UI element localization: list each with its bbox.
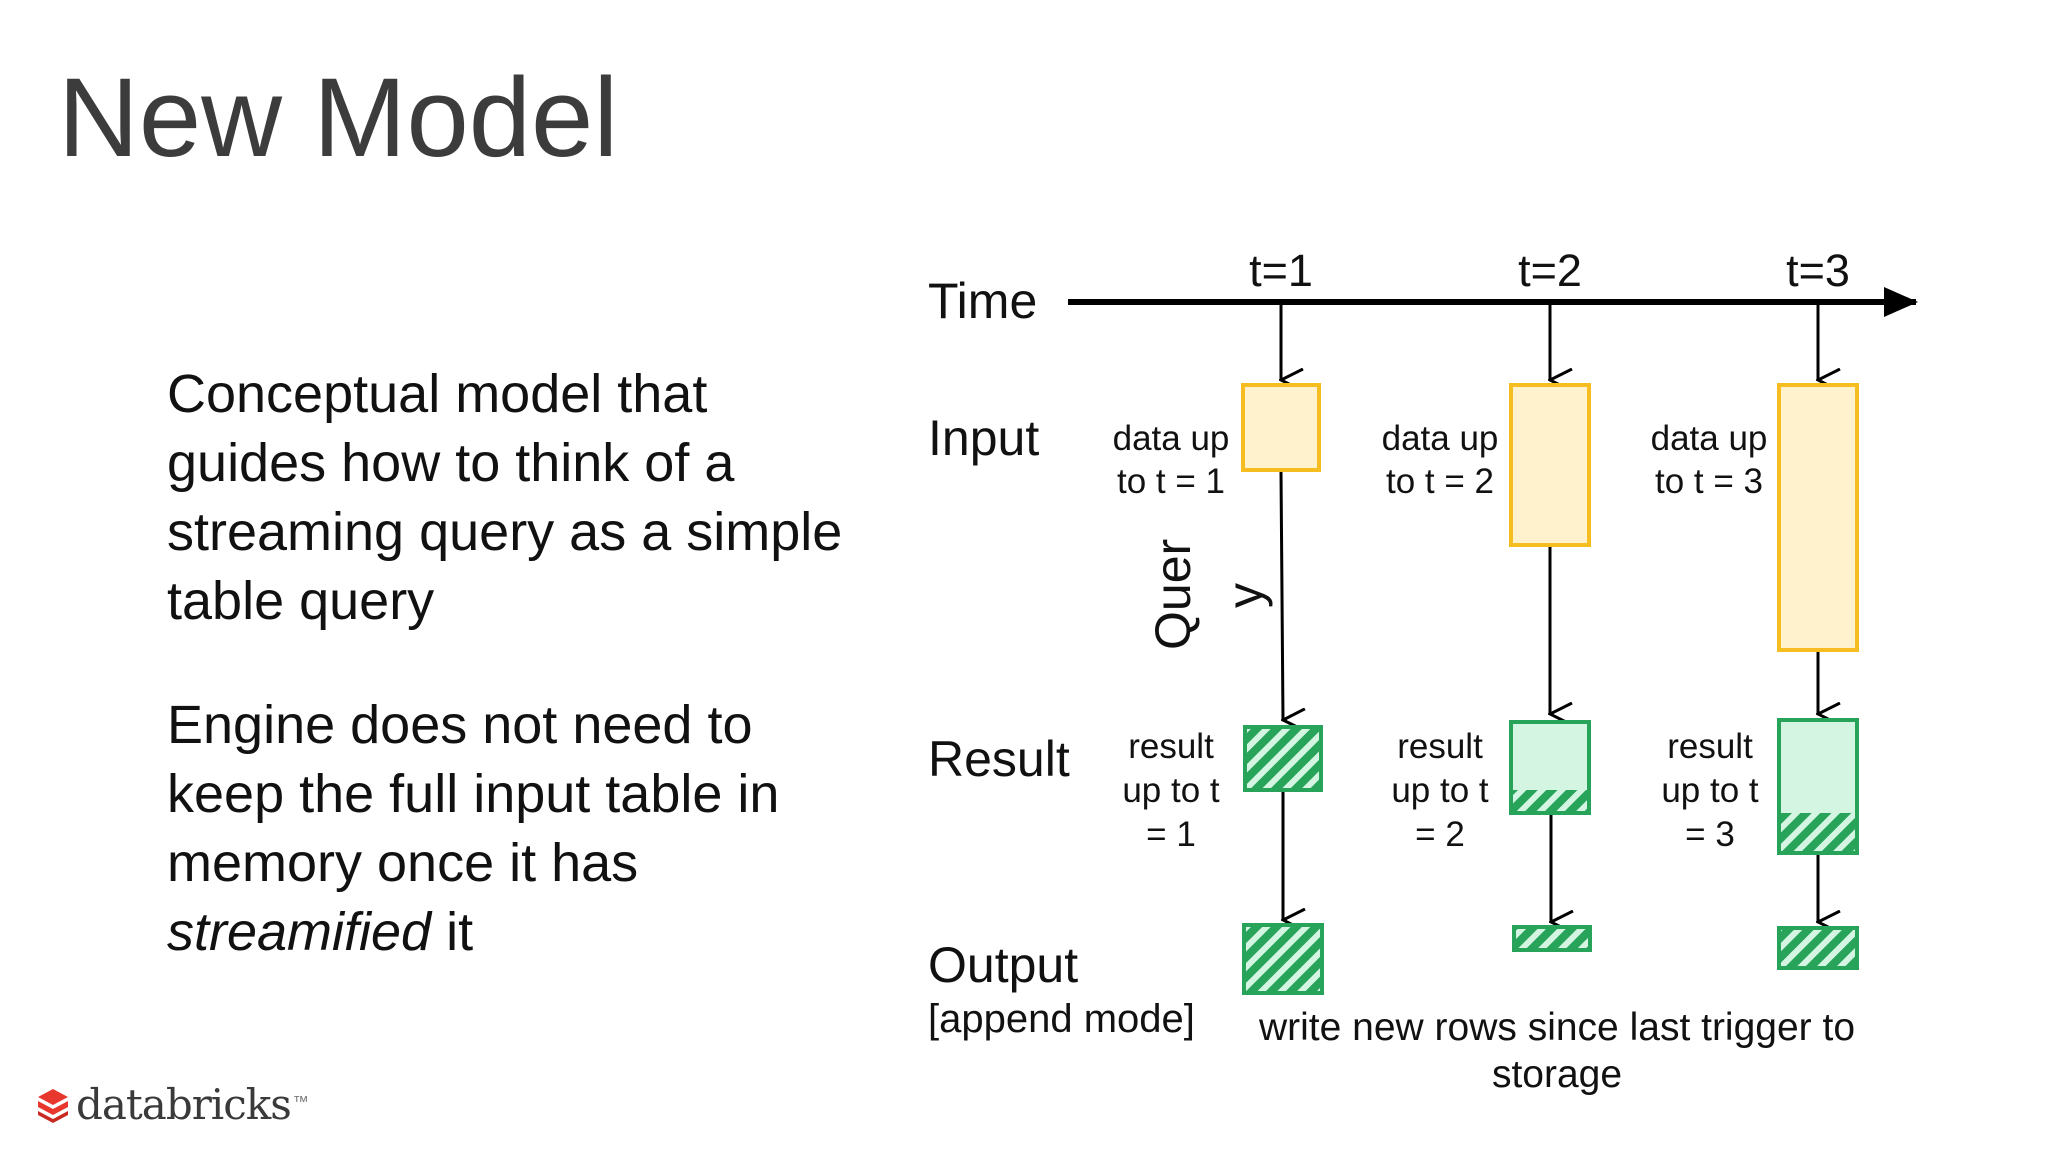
input-text-t1-line2: to t = 1 [1117, 462, 1225, 501]
tick-label-t1: t=1 [1249, 245, 1313, 296]
tick-label-t3: t=3 [1786, 245, 1850, 296]
body-text: Conceptual model that guides how to thin… [167, 360, 867, 1022]
logo-trademark: ™ [292, 1094, 309, 1111]
tick-label-t2: t=2 [1518, 245, 1582, 296]
result-text-t3-line3: = 3 [1685, 815, 1735, 854]
row-label-output: Output [928, 937, 1078, 993]
row-label-time: Time [928, 273, 1037, 329]
paragraph-engine-memory-tail: it [431, 902, 474, 962]
input-text-t1-line1: data up [1113, 419, 1230, 458]
result-text-t3-line1: result [1667, 727, 1753, 766]
result-text-t2-line1: result [1397, 727, 1483, 766]
result-box-t3 [1777, 718, 1859, 855]
query-label-part2: y [1217, 583, 1273, 608]
row-label-input: Input [928, 410, 1039, 466]
result-text-t1-line2: up to t [1122, 771, 1220, 810]
output-box-t1 [1242, 923, 1324, 995]
input-box-t1 [1241, 383, 1321, 472]
databricks-logo: databricks ™ [36, 1080, 309, 1129]
input-text-t2-line1: data up [1382, 419, 1499, 458]
databricks-logo-icon [38, 1088, 68, 1123]
input-box-t2 [1509, 383, 1591, 547]
result-text-t2-line3: = 2 [1415, 815, 1465, 854]
slide-title: New Model [58, 55, 619, 180]
input-box-t3 [1777, 383, 1859, 652]
result-text-t1-line3: = 1 [1146, 815, 1196, 854]
caption-line2: storage [1492, 1053, 1622, 1096]
query-label-part1: Quer [1145, 539, 1201, 650]
logo-wordmark: databricks [76, 1080, 292, 1129]
output-box-t3 [1777, 926, 1859, 970]
row-label-append-mode: [append mode] [928, 997, 1195, 1041]
caption-line1: write new rows since last trigger to [1258, 1006, 1855, 1049]
result-box-t2 [1509, 720, 1591, 815]
row-label-result: Result [928, 731, 1070, 787]
input-text-t2-line2: to t = 2 [1386, 462, 1494, 501]
paragraph-engine-memory-main: Engine does not need to keep the full in… [167, 695, 780, 893]
paragraph-engine-memory: Engine does not need to keep the full in… [167, 691, 867, 967]
output-box-t2 [1512, 925, 1592, 952]
result-text-t2-line2: up to t [1391, 771, 1489, 810]
emphasis-streamified: streamified [167, 902, 432, 962]
query-arrow-t1 [1279, 471, 1283, 720]
input-text-t3-line2: to t = 3 [1655, 462, 1763, 501]
result-box-t1 [1243, 725, 1323, 792]
input-text-t3-line1: data up [1651, 419, 1768, 458]
paragraph-conceptual-model: Conceptual model that guides how to thin… [167, 364, 843, 631]
result-text-t1-line1: result [1128, 727, 1214, 766]
result-text-t3-line2: up to t [1661, 771, 1759, 810]
